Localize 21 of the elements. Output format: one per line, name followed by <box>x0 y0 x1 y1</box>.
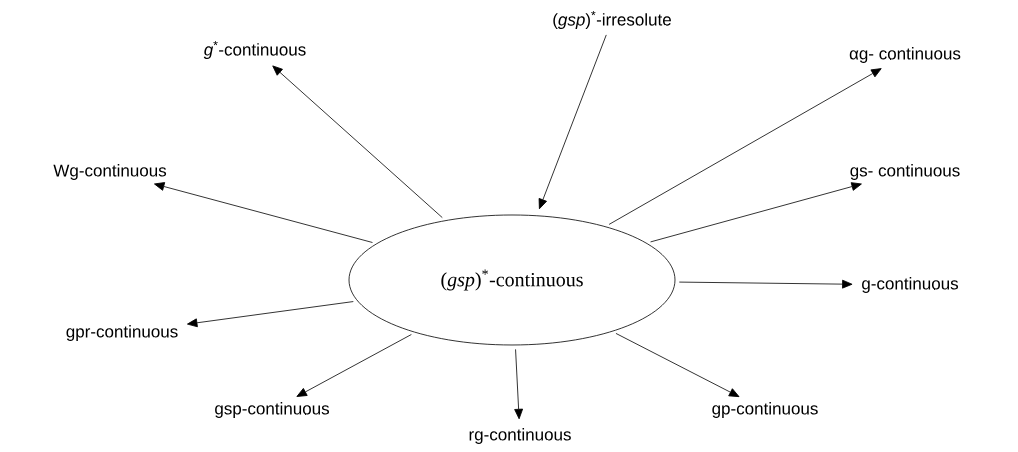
arrow <box>154 182 373 243</box>
node-label: gsp-continuous <box>215 402 329 418</box>
arrow <box>514 348 524 420</box>
node-label: (gsp)$^{*}$-irresolute <box>553 11 671 29</box>
arrow <box>187 301 354 328</box>
node-label: αg- continuous <box>849 47 961 63</box>
arrow <box>272 65 443 218</box>
node-label: gpr-continuous <box>66 325 178 341</box>
ellipse-node: (gsp)$^{*}$-continuous <box>348 214 676 346</box>
node-label: rg-continuous <box>469 428 571 444</box>
arrow <box>608 68 882 225</box>
arrow <box>296 334 412 397</box>
node-label: gs- continuous <box>850 164 960 180</box>
node-label: Wg-continuous <box>53 164 167 180</box>
arrow <box>615 333 740 398</box>
arrow <box>650 182 862 243</box>
node-label: g$^{*}$-continuous <box>203 41 306 59</box>
arrow <box>538 34 607 210</box>
arrow <box>678 279 853 289</box>
node-label: gp-continuous <box>712 402 818 418</box>
node-label: g-continuous <box>862 277 959 293</box>
